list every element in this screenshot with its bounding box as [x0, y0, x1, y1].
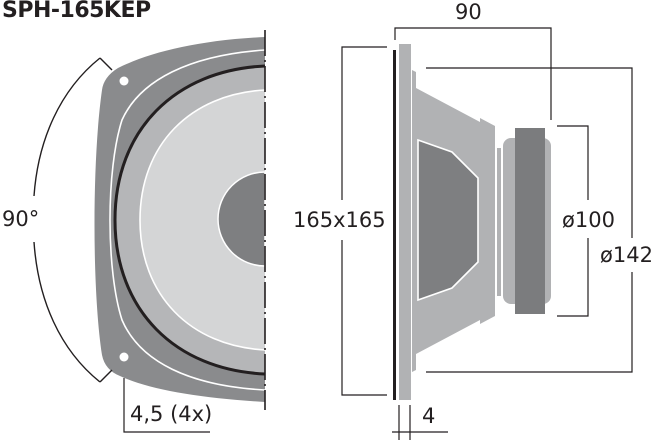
side-gasket — [393, 50, 396, 400]
gasket-ring — [113, 64, 266, 376]
hole-label: 4,5 (4x) — [130, 402, 213, 426]
basket-diameter-label: ø142 — [600, 243, 653, 267]
angle-arc-top — [33, 57, 101, 197]
frame-size-label: 165x165 — [293, 208, 386, 232]
front-view — [33, 30, 266, 433]
model-title: SPH-165KEP — [2, 0, 151, 23]
cone-edge-line — [139, 89, 266, 351]
angle-label: 90° — [2, 207, 40, 231]
side-cone — [417, 138, 479, 302]
front-cone — [140, 90, 265, 350]
depth-label: 90 — [455, 0, 482, 24]
basket-dim-top — [426, 67, 633, 238]
angle-arrow-top — [99, 57, 113, 71]
magnet-dim-top — [557, 125, 589, 200]
depth-dim-line — [394, 27, 552, 120]
mounting-hole-bottom — [119, 352, 129, 362]
basket-dim-bottom — [426, 272, 633, 373]
magnet-diameter-label: ø100 — [562, 208, 615, 232]
flange-thickness-label: 4 — [422, 404, 436, 428]
side-flange — [399, 44, 411, 400]
frame-dim-top — [341, 46, 387, 200]
side-view — [341, 27, 633, 440]
angle-arrow-bottom — [99, 369, 113, 383]
dust-cap — [217, 171, 266, 267]
frame-inner-line — [109, 49, 266, 391]
frame-dim-bottom — [341, 240, 387, 396]
magnet-dim-bottom — [557, 238, 589, 317]
side-top-plate — [497, 148, 501, 296]
hole-leader — [123, 378, 210, 433]
angle-arc-bottom — [33, 241, 101, 383]
side-magnet — [515, 128, 545, 314]
mounting-hole-top — [119, 76, 129, 86]
